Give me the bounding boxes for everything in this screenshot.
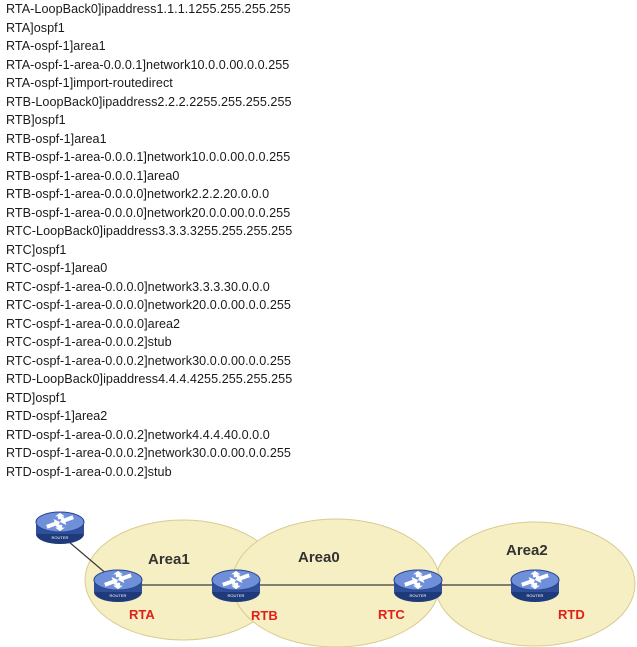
router-icon-text: ROUTER [52, 535, 69, 540]
area2-label: Area2 [506, 542, 548, 559]
router-icon-text: ROUTER [410, 593, 427, 598]
config-line: RTB-ospf-1-area-0.0.0.0]network20.0.0.00… [6, 205, 291, 220]
config-line: RTD-LoopBack0]ipaddress4.4.4.4255.255.25… [6, 372, 293, 386]
router-icon-text: ROUTER [110, 593, 127, 598]
config-line: RTC]ospf1 [6, 242, 67, 257]
area0-label: Area0 [298, 549, 340, 566]
config-line: RTB-ospf-1-area-0.0.0.1]area0 [6, 168, 180, 183]
config-line: RTD-ospf-1-area-0.0.0.2]stub [6, 464, 172, 479]
router-icon-text: ROUTER [527, 593, 544, 598]
config-line: RTB-ospf-1-area-0.0.0.1]network10.0.0.00… [6, 150, 291, 164]
config-line: RTA]ospf1 [6, 20, 65, 35]
config-line: RTB-ospf-1]area1 [6, 131, 107, 146]
router-label-rtc: RTC [378, 607, 405, 622]
config-line: RTC-ospf-1-area-0.0.0.2]stub [6, 335, 172, 349]
config-line: RTC-ospf-1-area-0.0.0.0]network20.0.0.00… [6, 298, 291, 312]
config-line: RTC-ospf-1-area-0.0.0.0]network3.3.3.30.… [6, 279, 270, 294]
config-line: RTC-LoopBack0]ipaddress3.3.3.3255.255.25… [6, 224, 293, 238]
ospf-topology-diagram: ROUTER ROUTER ROUTER ROUTER ROUTER Area1… [35, 511, 636, 647]
config-line: RTD-ospf-1-area-0.0.0.2]network30.0.0.00… [6, 446, 291, 460]
router-label-rta: RTA [129, 607, 155, 622]
config-line: RTA-LoopBack0]ipaddress1.1.1.1255.255.25… [6, 2, 291, 16]
config-line: RTD-ospf-1]area2 [6, 409, 108, 423]
config-line: RTC-ospf-1]area0 [6, 261, 108, 275]
router-icon-text: ROUTER [228, 593, 245, 598]
config-line: RTD]ospf1 [6, 390, 67, 405]
router-label-rtb: RTB [251, 608, 278, 623]
config-line: RTD-ospf-1-area-0.0.0.2]network4.4.4.40.… [6, 427, 270, 442]
config-line: RTB-LoopBack0]ipaddress2.2.2.2255.255.25… [6, 94, 292, 109]
config-listing: RTA-LoopBack0]ipaddress1.1.1.1255.255.25… [6, 0, 626, 481]
config-line: RTC-ospf-1-area-0.0.0.0]area2 [6, 316, 181, 331]
config-line: RTC-ospf-1-area-0.0.0.2]network30.0.0.00… [6, 353, 291, 368]
config-line: RTB]ospf1 [6, 113, 66, 127]
router-label-rtd: RTD [558, 607, 585, 622]
config-line: RTB-ospf-1-area-0.0.0.0]network2.2.2.20.… [6, 187, 270, 201]
config-line: RTA-ospf-1-area-0.0.0.1]network10.0.0.00… [6, 57, 290, 72]
config-line: RTA-ospf-1]import-routedirect [6, 76, 173, 90]
config-line: RTA-ospf-1]area1 [6, 39, 106, 53]
area1-label: Area1 [148, 551, 190, 568]
